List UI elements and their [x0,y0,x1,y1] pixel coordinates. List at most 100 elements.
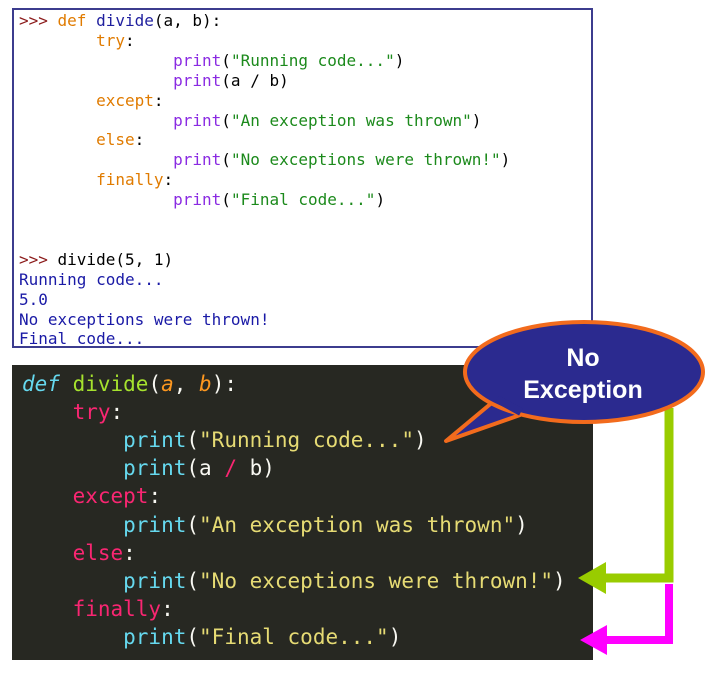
code-token: : [110,400,124,425]
code-token: "An exception was thrown" [199,512,516,537]
code-token: ( [221,150,231,170]
code-token: ) [375,190,386,210]
code-line: No exceptions were thrown! [19,310,269,330]
code-line: print(a / b) [22,454,275,482]
code-token: : [134,130,145,150]
code-token: , [173,372,200,396]
code-token: print [22,568,187,593]
code-token: finally [19,170,164,190]
code-token: ) [413,428,427,453]
code-line: finally: [19,170,173,190]
code-token: else [19,130,135,150]
callout-line-1: No [566,344,600,372]
code-token: print [19,50,222,70]
code-token: ) [553,568,566,593]
editor-code-panel: def divide(a, b): try: print("Running co… [12,365,593,660]
callout-bubble-body [463,320,705,424]
callout-text: No Exception [494,342,672,406]
code-token: ): [211,372,237,396]
code-line: else: [19,130,144,150]
code-token: ( [186,624,200,649]
code-line: else: [22,539,136,567]
code-token: No exceptions were thrown! [19,309,270,329]
code-token: ( [221,110,231,130]
code-token: ) [515,512,528,537]
code-token: >>> [19,11,58,30]
code-token: try [22,400,111,425]
code-line: print(a / b) [19,71,289,91]
code-token: "No exceptions were thrown!" [230,150,501,170]
code-token: (a / b) [221,70,289,90]
code-line: >>> divide(5, 1) [19,250,173,270]
code-token: print [22,624,187,649]
code-token: def [57,11,97,30]
code-token: a [161,372,174,396]
code-token: def [22,372,73,396]
code-token: >>> [19,249,58,269]
code-token: : [163,170,174,190]
code-line: finally: [22,595,174,623]
code-token: print [22,456,187,481]
code-token: : [124,30,135,50]
green-flow-arrow [603,408,674,583]
code-token: : [148,484,162,509]
code-token: ) [394,50,405,70]
code-token: "Running code..." [230,50,395,70]
code-line: except: [22,482,162,510]
code-line: try: [22,398,124,426]
code-token: "An exception was thrown" [230,110,472,130]
magenta-arrowhead [580,625,607,655]
code-token: try [19,30,125,50]
code-line: print("Final code...") [22,623,401,651]
code-token: print [19,70,222,90]
code-token: 5.0 [19,289,48,309]
code-line: print("Running code...") [19,51,404,71]
code-line: print("Running code...") [22,426,427,454]
code-token: "Final code..." [230,190,376,210]
code-line: print("An exception was thrown") [19,111,481,131]
callout-line-2: Exception [523,376,643,404]
code-token: ) [500,150,511,170]
code-token: print [22,428,187,453]
code-line: 5.0 [19,290,48,310]
magenta-flow-arrow [605,584,673,644]
code-line: print("No exceptions were thrown!") [19,150,510,170]
code-token: ( [186,512,200,537]
code-token: print [19,110,222,130]
code-token: ( [186,428,200,453]
code-token: (a [186,456,225,481]
code-line: print("No exceptions were thrown!") [22,567,566,595]
code-token: finally [22,596,162,621]
code-token: divide(5, 1) [57,249,174,269]
code-token: except [22,484,149,509]
code-token: / [224,456,237,481]
code-token: ) [471,110,482,130]
code-token: Running code... [19,269,164,289]
code-token: ) [388,624,402,649]
code-line: def divide(a, b): [22,370,237,398]
code-token: (a, b): [153,11,222,30]
code-line: except: [19,90,164,111]
code-token: "No exceptions were thrown!" [199,568,554,593]
code-token: b) [236,456,275,481]
code-token: print [22,512,187,537]
code-line: print("An exception was thrown") [22,511,528,539]
code-line: try: [19,31,135,51]
code-token: print [19,190,222,210]
code-token: ( [148,372,162,396]
code-token: else [22,540,124,565]
code-line: >>> def divide(a, b): [19,11,221,31]
code-token: "Final code..." [199,624,389,649]
code-token: divide [96,11,154,30]
code-token: b [199,372,212,396]
code-token: : [161,596,174,621]
code-token: : [153,90,164,110]
code-line: Final code... [19,329,144,349]
idle-shell-panel: >>> def divide(a, b): try: print("Runnin… [12,8,593,348]
code-token: ( [221,50,231,70]
code-token: Final code... [19,329,145,349]
code-token: : [123,540,136,565]
code-token: "Running code..." [199,428,414,453]
code-token: print [19,150,222,170]
